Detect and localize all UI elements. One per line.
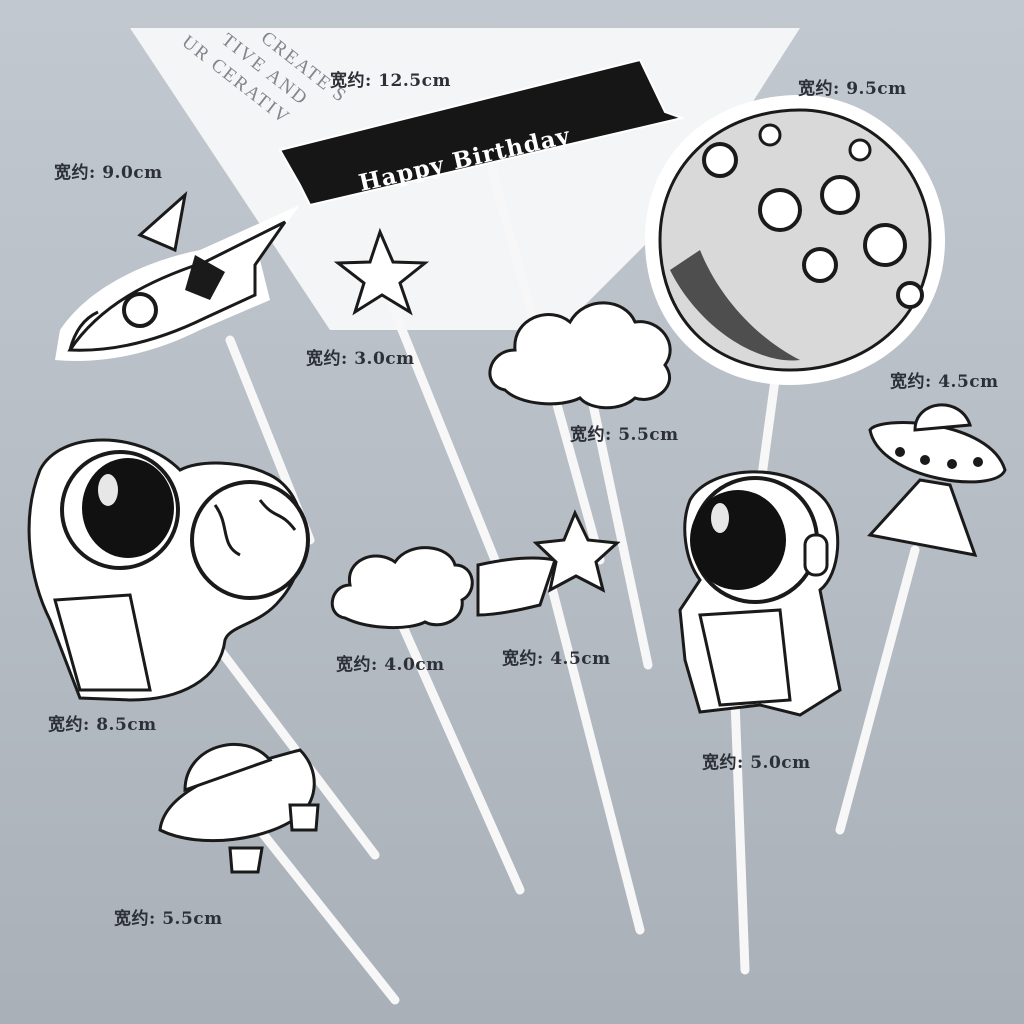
moon-topper <box>645 95 945 385</box>
label-astronaut-earth-width: 宽约: 8.5cm <box>48 715 157 735</box>
label-astronaut-running-width: 宽约: 5.0cm <box>702 753 811 773</box>
rocket-topper <box>55 190 300 361</box>
label-cloud-small-width: 宽约: 4.0cm <box>336 655 445 675</box>
cloud-topper-large <box>488 301 672 410</box>
shooting-star-topper <box>476 509 621 617</box>
astronaut-running-topper <box>678 470 842 717</box>
label-banner-width: 宽约: 12.5cm <box>330 71 451 91</box>
astronaut-earth-topper <box>27 438 310 702</box>
label-moon-width: 宽约: 9.5cm <box>798 79 907 99</box>
cloud-topper-small <box>330 546 474 630</box>
label-shooting-star-width: 宽约: 4.5cm <box>502 649 611 669</box>
label-star-width: 宽约: 3.0cm <box>306 349 415 369</box>
ufo-topper-small <box>867 403 1007 557</box>
label-rocket-width: 宽约: 9.0cm <box>54 163 163 183</box>
label-ufo-large-width: 宽约: 5.5cm <box>114 909 223 929</box>
label-cloud-large-width: 宽约: 5.5cm <box>570 425 679 445</box>
ufo-topper-large <box>158 743 320 874</box>
star-topper <box>333 227 430 316</box>
label-ufo-small-width: 宽约: 4.5cm <box>890 372 999 392</box>
